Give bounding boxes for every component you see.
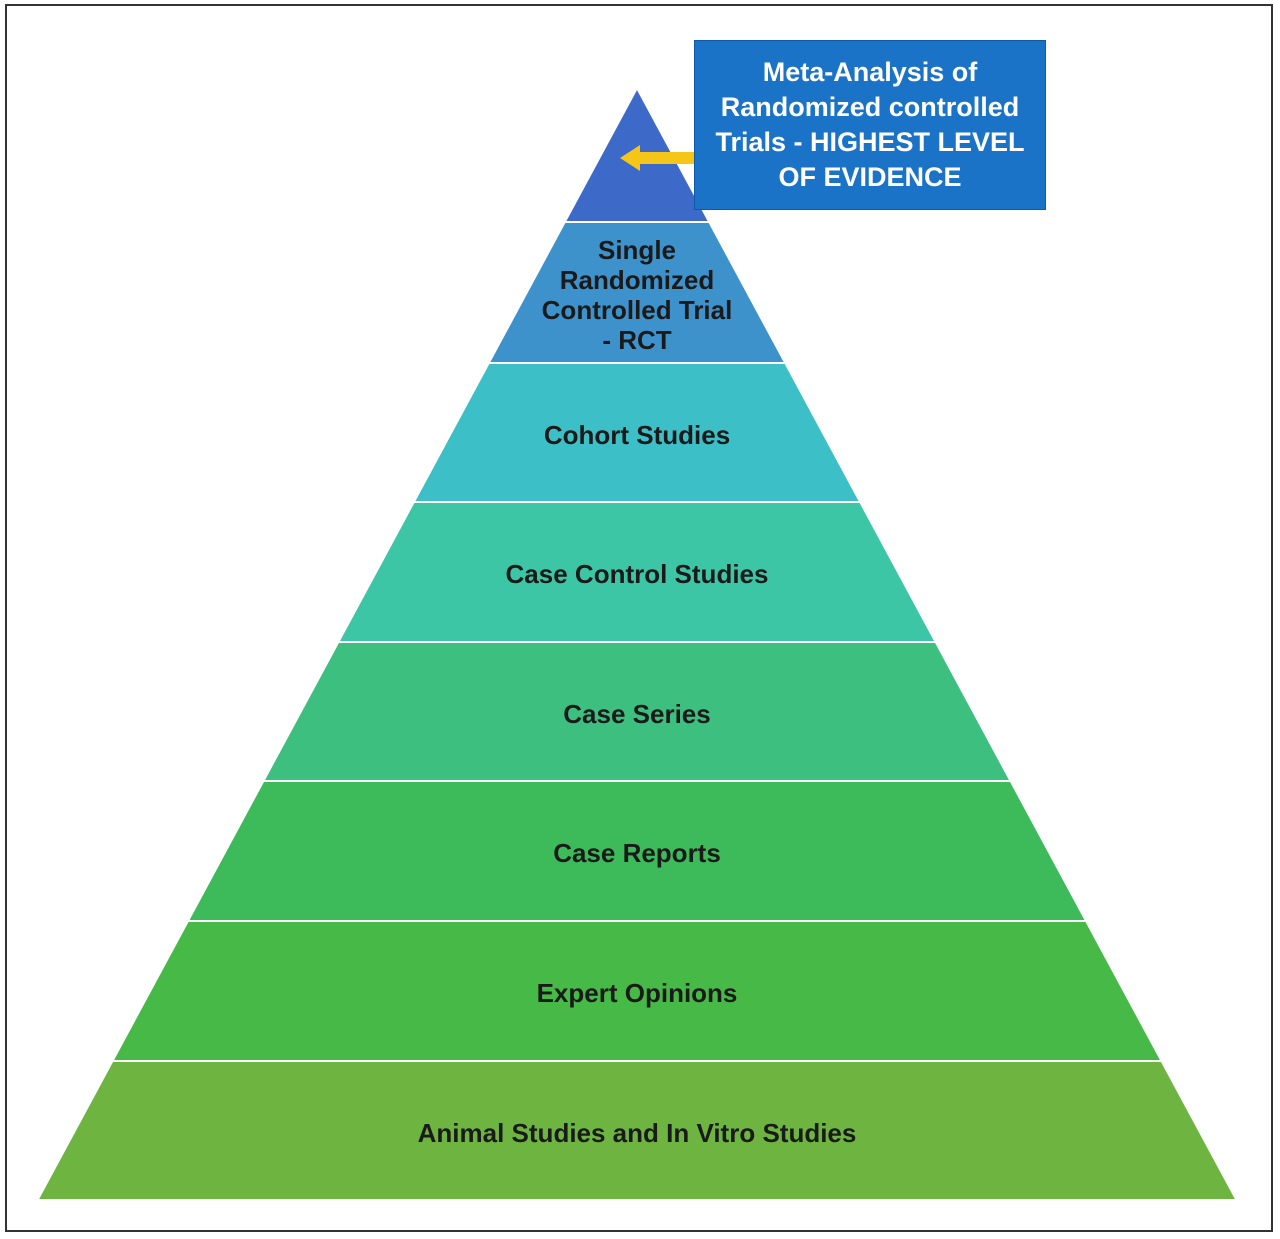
- arrow-left-icon: [620, 145, 640, 171]
- tier-label-case-series: Case Series: [563, 698, 711, 729]
- tier-animal-studies-and-in-vitro-studies: [35, 1060, 1239, 1201]
- tier-label-cohort-studies: Cohort Studies: [543, 419, 731, 450]
- callout-box: Meta-Analysis of Randomized controlled T…: [694, 40, 1046, 210]
- tier-label-case-reports: Case Reports: [553, 838, 721, 868]
- arrow-shaft: [637, 152, 694, 164]
- tier-label-single-randomized-controlled-trial-rct: Single Randomized Controlled Trial - RCT: [541, 234, 733, 355]
- tier-label-animal-studies-and-in-vitro-studies: Animal Studies and In Vitro Studies: [417, 1117, 857, 1148]
- callout-text: Meta-Analysis of Randomized controlled T…: [715, 57, 1025, 192]
- tier-label-expert-opinions: Expert Opinions: [536, 978, 738, 1008]
- tier-label-case-control-studies: Case Control Studies: [505, 559, 769, 589]
